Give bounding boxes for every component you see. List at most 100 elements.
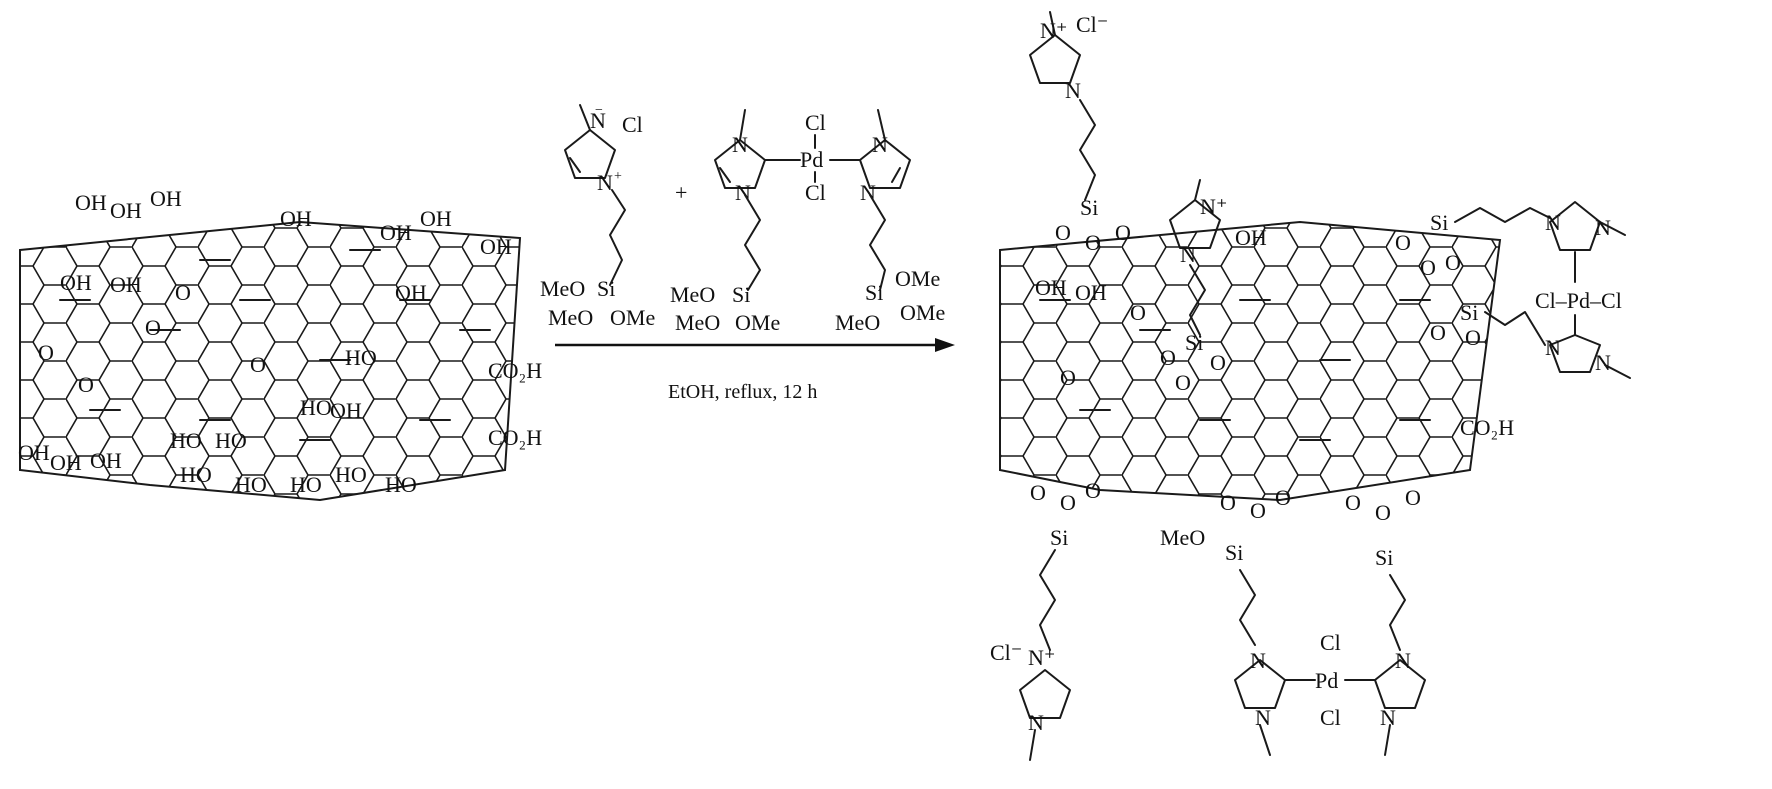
go-oh: OH [380,220,412,245]
product-o: O [1160,345,1176,370]
product-o: O [1405,485,1421,510]
product-o: O [1175,370,1191,395]
go-oh: OH [75,190,107,215]
go-oh: OH [18,440,50,465]
pd-ligand-meo: MeO [675,310,720,335]
product-o: O [1430,320,1446,345]
product-n-plus: N⁺ [1028,645,1056,670]
product-o: O [1395,230,1411,255]
product-cl: Cl [1320,705,1341,730]
imidazolium-counter-ion: Cl [622,112,643,137]
product-o: O [1055,220,1071,245]
graphene-oxide-epoxides: O O O O O [38,280,266,397]
product-hydroxyl: OH [1075,280,1107,305]
product-n-plus: N⁺ [1200,194,1228,219]
plus-sign: + [675,180,687,205]
imidazolium-meo: MeO [540,276,585,301]
product-chloride: Cl⁻ [1076,12,1108,37]
go-oh: OH [90,448,122,473]
product-n-plus: N⁺ [1040,18,1068,43]
imidazolium-ring-charge: + [614,169,622,184]
product-si: Si [1080,195,1098,220]
go-epoxide-o: O [38,340,54,365]
product-pd-arm-upper-right: Si O O O N N Cl–Pd–Cl N N Si O O [1395,201,1631,379]
product-si: Si [1225,540,1243,565]
go-oh: OH [110,198,142,223]
imidazolium-anion-charge: − [595,103,603,118]
product-o: O [1465,325,1481,350]
go-oh: OH [280,206,312,231]
go-ho: HO [290,472,322,497]
reaction-arrow [555,338,955,352]
imidazolium-n-top: N [590,108,606,133]
product-n: N [1595,215,1611,240]
go-epoxide-o: O [250,352,266,377]
pd-cl: Cl [805,180,826,205]
product-o: O [1445,250,1461,275]
go-ho: HO [300,395,332,420]
product-chloride: Cl⁻ [990,640,1022,665]
imidazolium-meo: MeO [548,305,593,330]
go-carboxyl: CO₂H [488,358,542,383]
product-pd: Pd [1315,668,1338,693]
go-oh: OH [110,272,142,297]
graphene-oxide-hydroxyls: OH OH OH OH OH OH OH OH OH OH OH OH OH O… [18,186,512,497]
pd-ligand-meo: MeO [670,282,715,307]
go-ho: HO [345,345,377,370]
product-n: N [1255,705,1271,730]
go-oh: OH [395,280,427,305]
go-epoxide-o: O [175,280,191,305]
go-ho: HO [335,462,367,487]
pd-ligand-n: N [872,132,888,157]
product-o: O [1345,490,1361,515]
go-ho: HO [235,472,267,497]
product-cl: Cl [1320,630,1341,655]
pd-ligand-ome: OMe [900,300,945,325]
pd-ligand-ome: OMe [735,310,780,335]
product-cl-pd-cl: Cl–Pd–Cl [1535,288,1622,313]
graphene-oxide-lattice [19,220,522,502]
go-ho: HO [385,472,417,497]
reaction-conditions: EtOH, reflux, 12 h [668,381,817,403]
pd-ligand-meo: MeO [835,310,880,335]
product-double-bonds [1039,299,1431,441]
product-n: N [1595,350,1611,375]
product-carboxyl: CO₂H [1460,415,1514,440]
imidazolium-si: Si [597,276,615,301]
pd-ligand-si: Si [732,282,750,307]
product-n: N [1395,648,1411,673]
graphene-oxide-double-bonds [59,249,491,441]
product-meo: MeO [1160,525,1205,550]
pd-nhc-complex-reagent: N N Pd Cl Cl N N Si MeO MeO OMe Si OMe M… [670,109,945,335]
go-ho: HO [180,462,212,487]
go-ho: HO [170,428,202,453]
imidazolium-n-bottom: N [597,170,613,195]
product-o: O [1250,498,1266,523]
product-hydroxyl: OH [1035,275,1067,300]
product-n: N [1250,648,1266,673]
product-o: O [1030,480,1046,505]
product-n: N [1545,335,1561,360]
pd-cl: Cl [805,110,826,135]
go-epoxide-o: O [78,372,94,397]
product-si: Si [1185,330,1203,355]
product-o: O [1275,485,1291,510]
product-o: O [1115,220,1131,245]
go-oh: OH [480,234,512,259]
product-si: Si [1460,300,1478,325]
product-epoxide-o: O [1130,300,1146,325]
graphene-oxide-sheet: OH OH OH OH OH OH OH OH OH OH OH OH OH O… [18,186,542,502]
product-n: N [1545,210,1561,235]
go-oh: OH [420,206,452,231]
product-si: Si [1375,545,1393,570]
go-oh: OH [50,450,82,475]
product-n: N [1065,78,1081,103]
product-n: N [1180,242,1196,267]
product-imidazolium-arm-bottom-left: O O O Si N⁺ Cl⁻ N [990,478,1101,761]
product-epoxide-o: O [1060,365,1076,390]
product-o: O [1375,500,1391,525]
pd-metal: Pd [800,147,823,172]
pd-ligand-si: Si [865,280,883,305]
product-o: O [1420,255,1436,280]
